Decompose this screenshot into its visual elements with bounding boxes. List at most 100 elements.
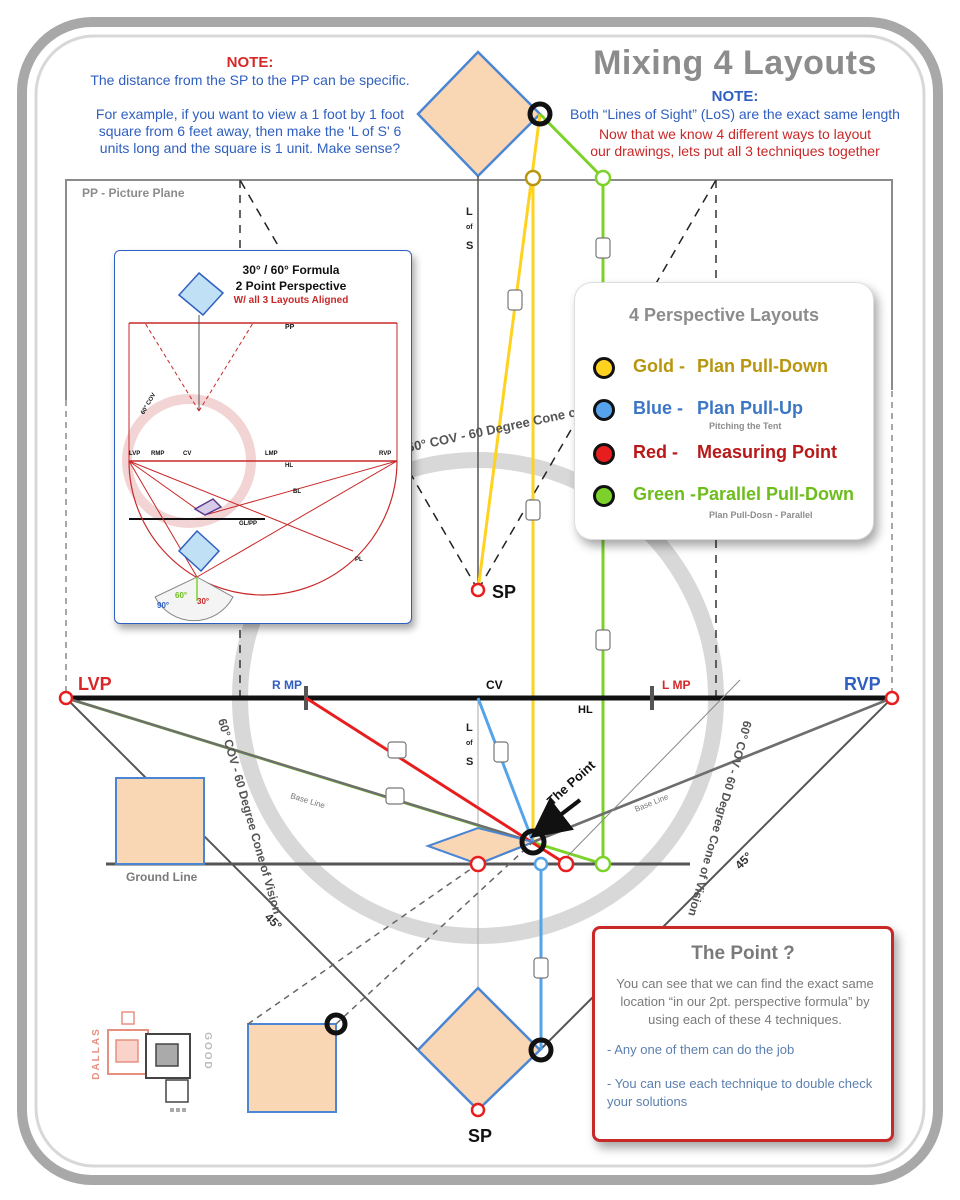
red-dot-icon: [593, 443, 615, 465]
note-left-line-4: units long and the square is 1 unit. Mak…: [99, 140, 401, 156]
inset-rvp: RVP: [379, 451, 392, 457]
inset-lmp: LMP: [265, 451, 278, 457]
logo-mark: [107, 1011, 191, 1112]
los-top-of: of: [466, 224, 473, 231]
los-top-s: S: [466, 240, 474, 252]
legend-item-blue-name: Blue -: [633, 398, 684, 418]
top-corner-marker: [527, 101, 553, 127]
sp-bottom-point: [470, 1102, 486, 1118]
sp-top-label: SP: [492, 582, 517, 602]
hand-icon-green-2: [595, 629, 611, 651]
ground-blue-point: [533, 856, 549, 872]
green-line-1: [538, 112, 605, 180]
los-bottom-of: of: [466, 740, 473, 747]
lmp-label: L MP: [662, 678, 691, 692]
inset-pl: PL: [355, 557, 363, 563]
hand-icon-green-3: [385, 787, 405, 805]
sp-top-point: [470, 582, 486, 598]
legend-item-green-name: Green -: [633, 484, 697, 504]
inset-card: 30° / 60° Formula 2 Point Perspective W/…: [114, 250, 412, 624]
gold-dot-icon: [593, 357, 615, 379]
legend-item-red-technique: Measuring Point: [697, 442, 838, 462]
legend-card: 4 Perspective Layouts Gold - Plan Pull-D…: [574, 282, 874, 540]
inset-30: 30°: [197, 597, 210, 606]
thin-line-right: [559, 679, 741, 865]
green-pp-point: [594, 169, 612, 187]
inset-title-2: 2 Point Perspective: [235, 279, 347, 293]
gold-line-1: [476, 113, 542, 591]
the-point-arrow: [530, 797, 582, 839]
inset-cv: CV: [183, 451, 192, 457]
legend-item-red: Red - Measuring Point: [593, 441, 868, 471]
note-left-line-2: For example, if you want to view a 1 foo…: [95, 106, 405, 122]
blue-dot-icon: [593, 399, 615, 421]
legend-item-blue: Blue - Plan Pull-Up Pitching the Tent: [593, 397, 868, 431]
dallas-good-logo: DALLAS GOOD: [84, 1004, 214, 1116]
inset-gl: GL/PP: [239, 521, 258, 527]
ground-red-point-2: [557, 855, 575, 873]
the-point-box-item-2: - You can use each technique to double c…: [607, 1076, 873, 1109]
hand-icon-green-1: [595, 237, 611, 259]
ground-line-label: Ground Line: [126, 870, 198, 884]
inset-60: 60°: [175, 591, 188, 600]
legend-item-gold-name: Gold -: [633, 356, 685, 376]
lvp-point: [58, 690, 74, 706]
square-corner-marker: [324, 1012, 348, 1036]
gray-line-lvp-point: [65, 696, 534, 844]
legend-item-red-name: Red -: [633, 442, 678, 462]
hand-icon-blue-2: [533, 957, 549, 979]
elevation-square: [115, 777, 205, 865]
inset-title-1: 30° / 60° Formula: [242, 263, 340, 277]
hand-icon-blue: [493, 741, 509, 763]
the-point-box-title: The Point ?: [691, 943, 795, 964]
rvp-label: RVP: [844, 674, 881, 694]
legend-item-green: Green - Parallel Pull-Down Plan Pull-Dos…: [593, 483, 868, 520]
inset-rmp: RMP: [151, 451, 165, 457]
note-right-line-2: Now that we know 4 different ways to lay…: [598, 126, 872, 142]
ground-green-point: [594, 855, 612, 873]
hand-icon-gold-1: [507, 289, 523, 311]
dashed-projection-1: [247, 863, 479, 1025]
note-left-line-1: The distance from the SP to the PP can b…: [90, 72, 410, 88]
green-dot-icon: [593, 485, 615, 507]
ground-red-point-1: [469, 855, 487, 873]
inset-hl: HL: [285, 463, 293, 469]
inset-subtitle: W/ all 3 Layouts Aligned: [233, 295, 349, 306]
hand-icon-gold-2: [525, 499, 541, 521]
logo-right-text: GOOD: [201, 1032, 213, 1071]
los-bottom-l: L: [466, 722, 473, 734]
rvp-point: [884, 690, 900, 706]
note-left-heading: NOTE:: [226, 54, 274, 71]
lvp-label: LVP: [78, 674, 112, 694]
the-point-box: The Point ? You can see that we can find…: [592, 926, 894, 1142]
blue-line-1: [476, 697, 535, 843]
inset-pp: PP: [285, 324, 295, 331]
note-right-line-1: Both “Lines of Sight” (LoS) are the exac…: [570, 106, 900, 122]
legend-item-green-technique: Parallel Pull-Down: [697, 484, 855, 504]
page-title: Mixing 4 Layouts: [593, 44, 877, 82]
los-top-l: L: [466, 206, 473, 218]
legend-item-blue-technique: Plan Pull-Up: [697, 398, 804, 418]
legend-title: 4 Perspective Layouts: [628, 305, 820, 325]
legend-item-blue-note: Pitching the Tent: [709, 421, 782, 431]
los-bottom-s: S: [466, 756, 474, 768]
dashed-projection-2: [335, 841, 534, 1025]
gray-line-lvp-bottom: [65, 697, 479, 1111]
cv-label: CV: [486, 678, 503, 692]
picture-plane-label: PP - Picture Plane: [82, 186, 185, 200]
hl-label: HL: [578, 704, 593, 716]
note-left-line-3: square from 6 feet away, then make the '…: [98, 123, 402, 139]
rmp-label: R MP: [272, 678, 302, 692]
note-right-line-3: our drawings, lets put all 3 techniques …: [590, 143, 880, 159]
logo-left-text: DALLAS: [90, 1027, 102, 1080]
legend-item-green-note: Plan Pull-Dosn - Parallel: [709, 510, 813, 520]
note-right-heading: NOTE:: [711, 88, 759, 105]
inset-lvp: LVP: [129, 451, 141, 457]
bottom-corner-marker: [528, 1037, 554, 1063]
the-point-marker: [519, 828, 547, 856]
the-point-box-item-1: - Any one of them can do the job: [607, 1042, 795, 1057]
bottom-left-square: [247, 1023, 337, 1113]
gold-pp-point: [524, 169, 542, 187]
inset-bl: BL: [293, 489, 301, 495]
